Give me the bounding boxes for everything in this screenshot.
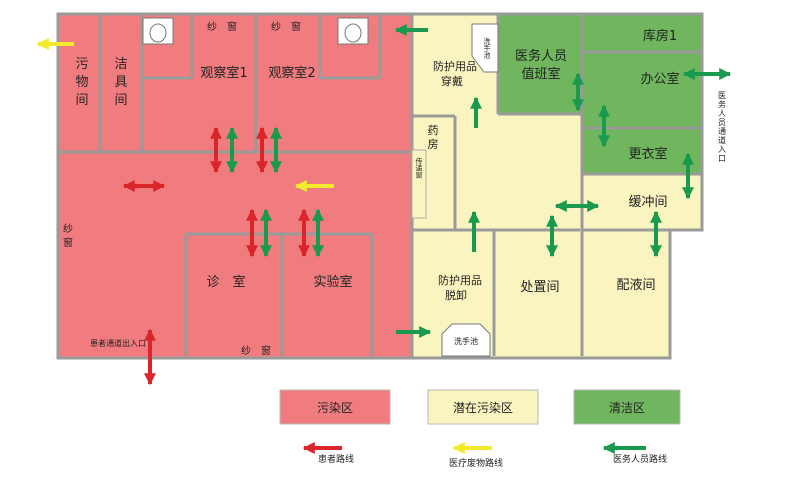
lab-room-label: 实验室: [313, 274, 352, 290]
legend-zones: 污染区 潜在污染区 清洁区: [279, 389, 681, 425]
staff-entrance-line: 医: [718, 91, 726, 100]
staff-entrance-line: 口: [718, 154, 726, 163]
ppe-doff-line: 脱卸: [445, 288, 467, 302]
staff-entrance-line: 道: [718, 135, 726, 145]
pharmacy-line: 药: [428, 124, 439, 137]
utility-room-line: 洁: [114, 57, 127, 72]
treatment-room-label: 处置间: [520, 280, 559, 295]
legend-waste-label: 医疗废物路线: [449, 457, 503, 469]
gauze-window-3-label: 纱 窗: [241, 344, 271, 357]
dirty-room-label: 污物间: [75, 57, 88, 108]
dispensing-room-label: 配液间: [616, 278, 655, 293]
staff-entrance-line: 人: [718, 109, 726, 118]
legend-clean-swatch: [573, 389, 681, 425]
pharmacy-label: 药房: [428, 124, 439, 151]
legend-contaminated-swatch: [279, 389, 391, 425]
contaminated-zone: [58, 14, 412, 358]
toilet-icon: [337, 17, 369, 45]
legend-potential-label: 潜在污染区: [453, 400, 513, 415]
handwash-label-bottom: 洗手池: [454, 336, 478, 346]
ppe-don-label: 防护用品穿戴: [433, 59, 477, 88]
walls: [56, 12, 704, 360]
duty-room-label: 医务人员值班室: [515, 48, 567, 82]
gauze-left-line: 纱: [63, 223, 73, 235]
dirty-room-line: 间: [75, 93, 88, 108]
waste-route-arrows: [36, 38, 334, 192]
ppe-doff-label: 防护用品脱卸: [438, 273, 482, 302]
pass-window-label: 传递窗: [415, 157, 423, 180]
utility-room-line: 间: [114, 93, 127, 108]
pharmacy-line: 房: [428, 138, 439, 151]
handwash-label-top: 洗手池: [483, 37, 491, 59]
legend-patient-label: 患者路线: [318, 453, 354, 465]
staff-entrance-line: 入: [718, 145, 726, 154]
office-label: 办公室: [640, 71, 679, 87]
patient-route-arrows: [122, 126, 310, 386]
observation-room-1-label: 观察室1: [200, 65, 247, 81]
pass-window: [411, 149, 427, 219]
changing-room-label: 更衣室: [628, 146, 667, 162]
utility-room-line: 具: [114, 75, 127, 90]
warehouse-label: 库房1: [643, 28, 677, 44]
ppe-don-line: 防护用品: [433, 59, 477, 73]
clean-zone: [498, 14, 702, 174]
dirty-room-line: 物: [75, 75, 88, 90]
staff-entrance-line: 通: [718, 126, 726, 136]
handwash-basin-top: 洗手池: [471, 23, 499, 73]
gauze-window-1-label: 纱 窗: [207, 20, 237, 33]
staff-route-arrows: [226, 24, 732, 338]
observation-room-2-label: 观察室2: [268, 65, 315, 81]
staff-entrance-line: 务: [718, 99, 726, 109]
gauze-window-left-label: 纱窗: [63, 223, 73, 249]
dirty-room-line: 污: [75, 57, 88, 72]
buffer-room-label: 缓冲间: [628, 195, 667, 210]
ppe-don-line: 穿戴: [441, 74, 463, 88]
staff-entrance-label: 医务人员通道入口: [718, 91, 726, 163]
legend-clean-label: 清洁区: [609, 401, 645, 415]
staff-entrance-line: 员: [718, 118, 726, 127]
legend-contaminated-label: 污染区: [317, 400, 353, 415]
utility-room-label: 洁具间: [114, 57, 127, 108]
handwash-basin-bottom: 洗手池: [441, 323, 491, 357]
gauze-window-2-label: 纱 窗: [271, 20, 301, 33]
clinic-room-label: 诊 室: [206, 274, 245, 290]
legend-routes: 患者路线 医疗废物路线 医务人员路线: [302, 442, 667, 469]
patient-entrance-label: 患者通道出入口: [90, 338, 146, 348]
ppe-doff-line: 防护用品: [438, 273, 482, 287]
duty-room-line: 值班室: [521, 66, 560, 82]
toilet-icon: [142, 17, 174, 45]
gauze-left-line: 窗: [63, 236, 73, 249]
legend-potential-swatch: [427, 389, 539, 425]
duty-room-line: 医务人员: [515, 48, 567, 64]
legend-staff-label: 医务人员路线: [613, 453, 667, 465]
